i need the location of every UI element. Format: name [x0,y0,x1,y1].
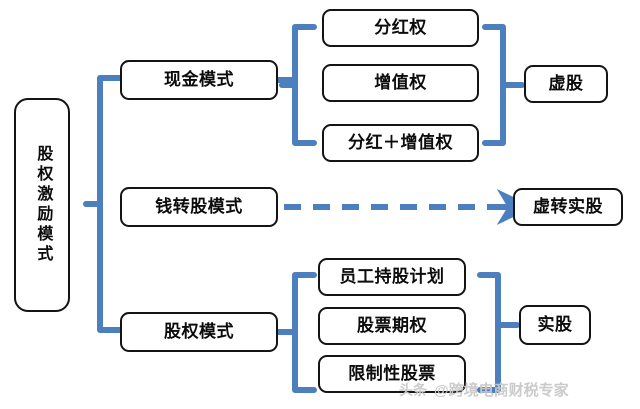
root-node[interactable]: 股权激励模式 [14,98,70,312]
branch-cash-mode-node[interactable]: 现金模式 [120,60,278,100]
watermark-handle: @跨境电商财税专家 [434,382,569,399]
equity-item-stock-option[interactable]: 股票期权 [318,307,466,345]
equity-group-right-brace [477,272,520,393]
result-virtual-to-real-shares[interactable]: 虚转实股 [513,188,623,226]
cash-item-appreciation-right[interactable]: 增值权 [322,64,479,102]
equity-item-employee-stock-plan[interactable]: 员工持股计划 [318,258,466,296]
equity-item-restricted-stock[interactable]: 限制性股票 [318,355,466,393]
cash-group-right-brace [482,24,525,146]
branch-equity-mode-node[interactable]: 股权模式 [120,312,278,352]
branch-money-to-equity-mode-node[interactable]: 钱转股模式 [120,187,278,227]
cash-item-dividend-plus-appreciation[interactable]: 分红＋增值权 [322,124,479,162]
result-virtual-shares[interactable]: 虚股 [524,65,608,103]
watermark-prefix: 头条 [399,382,427,398]
cash-item-dividend-right[interactable]: 分红权 [322,9,479,47]
result-real-shares[interactable]: 实股 [519,305,591,345]
equity-group-left-brace [279,272,317,393]
cash-group-left-brace [279,24,317,146]
